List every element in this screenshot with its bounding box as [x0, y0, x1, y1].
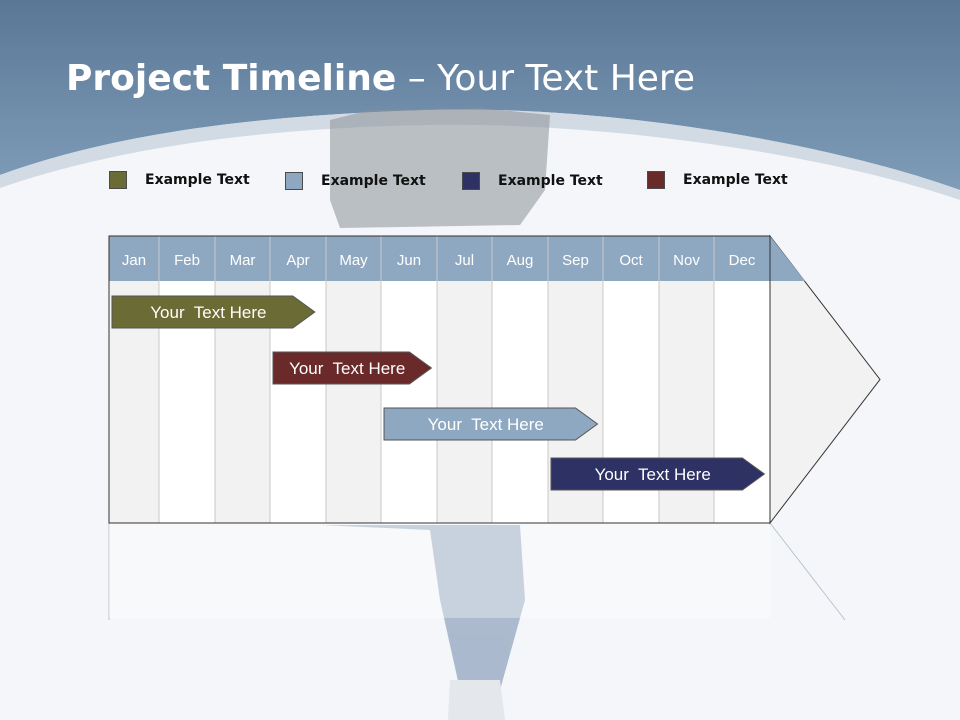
month-label-oct: Oct — [619, 252, 643, 269]
month-header-oct — [603, 236, 659, 281]
legend-item-1: Example Text — [109, 171, 250, 189]
month-column-jul — [437, 281, 492, 523]
task-arrow-1 — [111, 295, 316, 329]
month-label-aug: Aug — [507, 252, 534, 269]
task-arrow-3 — [383, 407, 599, 441]
legend-label-3: Example Text — [498, 173, 603, 189]
legend-swatch-3 — [462, 172, 480, 190]
task-label-3: Your Text Here — [428, 415, 544, 434]
month-label-jan: Jan — [122, 252, 146, 269]
month-header-jan — [109, 236, 159, 281]
legend-item-2: Example Text — [285, 172, 426, 190]
month-column-may — [326, 281, 381, 523]
month-label-jun: Jun — [397, 252, 421, 269]
month-label-nov: Nov — [673, 252, 700, 269]
legend-label-4: Example Text — [683, 172, 788, 188]
month-header-may — [326, 236, 381, 281]
month-label-may: May — [339, 252, 368, 269]
month-column-jun — [381, 281, 437, 523]
task-label-4: Your Text Here — [595, 465, 711, 484]
background-figure — [320, 108, 550, 720]
month-header-nov — [659, 236, 714, 281]
month-header-sep — [548, 236, 603, 281]
page-title: Project Timeline – Your Text Here — [66, 58, 695, 99]
title-bold: Project Timeline — [66, 58, 397, 99]
timeline-frame — [108, 235, 771, 524]
timeline-arrow-header — [770, 236, 805, 281]
month-header-jul — [437, 236, 492, 281]
task-label-2: Your Text Here — [289, 359, 405, 378]
month-header-jun — [381, 236, 437, 281]
legend-item-4: Example Text — [647, 171, 788, 189]
legend-item-3: Example Text — [462, 172, 603, 190]
month-header-apr — [270, 236, 326, 281]
task-arrow-4 — [550, 457, 766, 491]
month-header-mar — [215, 236, 270, 281]
month-label-mar: Mar — [230, 252, 256, 269]
month-label-feb: Feb — [174, 252, 200, 269]
title-rest: – Your Text Here — [396, 58, 696, 99]
task-arrow-2 — [272, 351, 433, 385]
month-label-dec: Dec — [729, 252, 756, 269]
month-header-feb — [159, 236, 215, 281]
month-label-jul: Jul — [455, 252, 474, 269]
month-column-aug — [492, 281, 548, 523]
month-header-dec — [714, 236, 770, 281]
legend-swatch-4 — [647, 171, 665, 189]
legend-swatch-2 — [285, 172, 303, 190]
month-label-sep: Sep — [562, 252, 589, 269]
month-header-aug — [492, 236, 548, 281]
month-label-apr: Apr — [286, 252, 309, 269]
task-label-1: Your Text Here — [150, 303, 266, 322]
legend-swatch-1 — [109, 171, 127, 189]
legend-label-1: Example Text — [145, 172, 250, 188]
legend-label-2: Example Text — [321, 173, 426, 189]
